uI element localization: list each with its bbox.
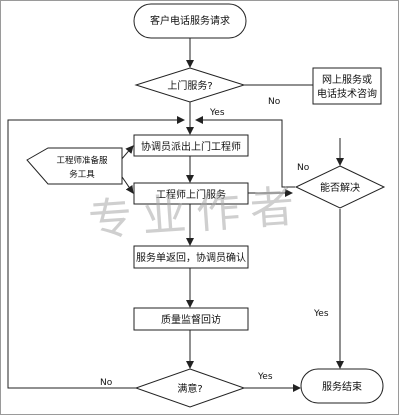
satisfied-no-label: No (100, 378, 113, 388)
tools-label-line2: 务工具 (69, 169, 95, 180)
solved-question: 能否解决 (320, 181, 360, 194)
edge-solved-dispatch (195, 116, 295, 188)
end-terminal (300, 368, 384, 404)
tools-label-line1: 工程师准备服 (56, 155, 108, 166)
start-terminal (133, 3, 247, 39)
dispatch-box (133, 134, 249, 157)
solved-decision (294, 165, 386, 209)
end-label: 服务结束 (322, 380, 362, 393)
satisfied-yes-label: Yes (257, 372, 273, 382)
watermark: 专业作者 (87, 181, 306, 247)
onsite-yes-label: Yes (209, 108, 225, 118)
solved-yes-label: Yes (313, 309, 329, 319)
start-label: 客户电话服务请求 (150, 14, 230, 27)
onsite-decision (134, 67, 246, 103)
quality-box (133, 307, 249, 331)
tools-box (26, 147, 123, 185)
onsite-no-label: No (268, 97, 281, 107)
engineer-box (133, 182, 249, 205)
return-label: 服务单返回，协调员确认 (136, 251, 246, 264)
online-service-box (312, 67, 382, 105)
satisfied-question: 满意? (177, 382, 202, 395)
edge-satisfied-loop (7, 116, 185, 389)
return-box (133, 245, 249, 269)
quality-label: 质量监督回访 (161, 313, 221, 326)
dispatch-label: 协调员派出上门工程师 (141, 140, 241, 153)
satisfied-decision (134, 368, 246, 408)
onsite-question: 上门服务? (167, 79, 212, 92)
engineer-label: 工程师上门服务 (156, 188, 226, 201)
online-label-line1: 网上服务或 (322, 73, 372, 86)
online-label-line2: 电话技术咨询 (317, 87, 377, 100)
solved-no-label: No (297, 163, 310, 173)
